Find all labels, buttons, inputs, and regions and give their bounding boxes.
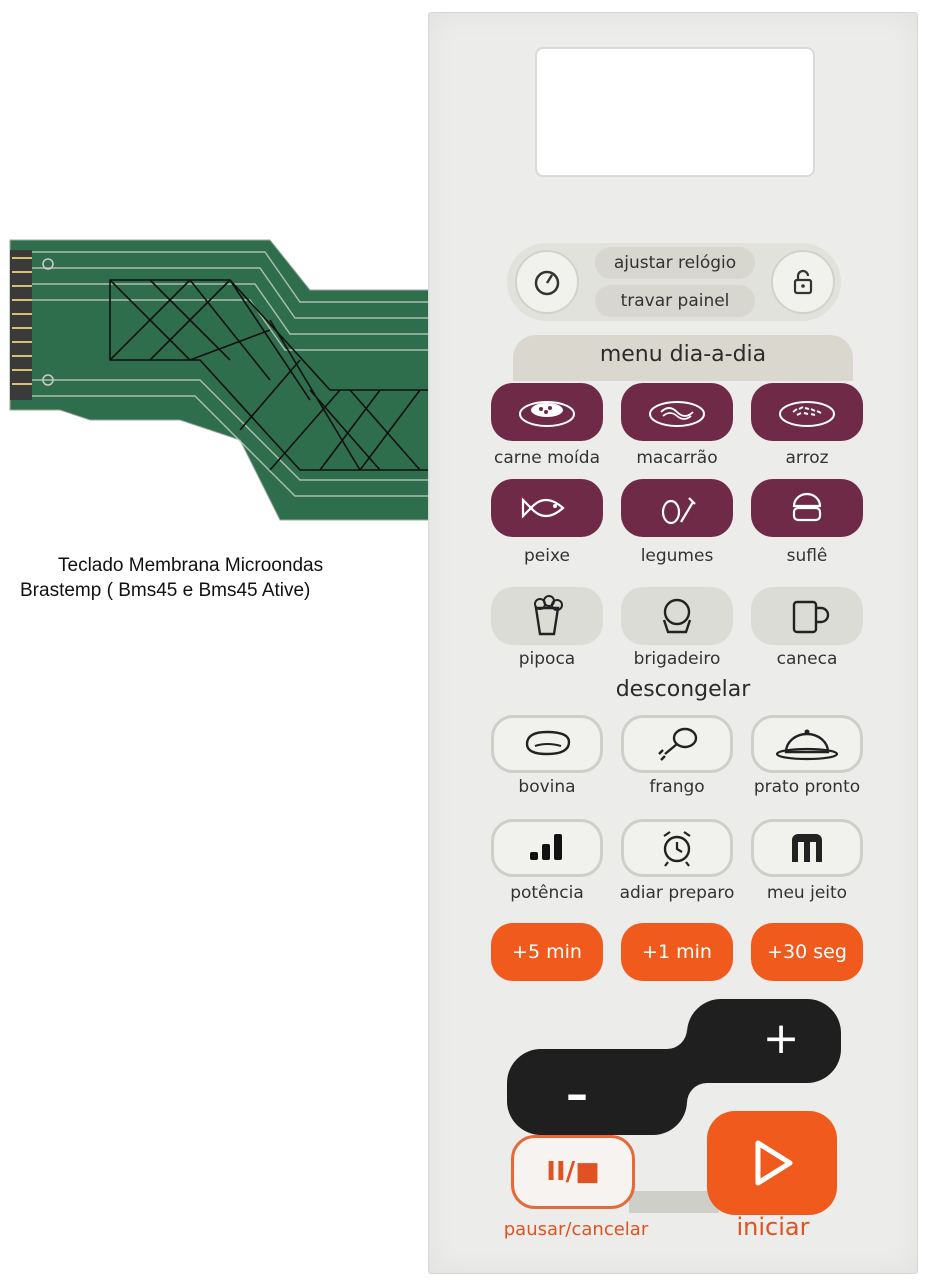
- label-legumes: legumes: [640, 546, 714, 566]
- label-sufle: suflê: [786, 546, 828, 566]
- mug-icon: [792, 600, 830, 634]
- label-macarrao: macarrão: [636, 448, 718, 468]
- caption-line-1: Teclado Membrana Microondas: [58, 555, 324, 576]
- brigadeiro-icon: [662, 598, 692, 634]
- flex-cable: [9, 239, 450, 521]
- popcorn-icon: [534, 595, 563, 636]
- lock-button[interactable]: [771, 250, 835, 314]
- membrane-keypad: ajustar relógio travar painel menu dia-a…: [428, 12, 918, 1274]
- button-prato-pronto[interactable]: [751, 715, 863, 773]
- lock-panel-button[interactable]: travar painel: [595, 285, 755, 317]
- button-sufle[interactable]: [751, 479, 863, 537]
- adjust-shape: [507, 999, 841, 1135]
- label-bovina: bovina: [518, 777, 576, 797]
- label-peixe: peixe: [524, 546, 570, 566]
- rice-plate-icon: [779, 401, 835, 427]
- button-connector: [629, 1191, 719, 1213]
- vegetables-icon: [661, 497, 696, 525]
- button-meu-jeito[interactable]: [751, 819, 863, 877]
- product-caption: Teclado Membrana Microondas Brastemp ( B…: [20, 553, 410, 603]
- button-frango[interactable]: [621, 715, 733, 773]
- button-bovina[interactable]: [491, 715, 603, 773]
- pause-cancel-label: pausar/cancelar: [503, 1219, 649, 1240]
- lock-icon: [793, 269, 813, 295]
- menu-band: [513, 335, 853, 381]
- button-arroz[interactable]: [751, 383, 863, 441]
- fish-icon: [521, 497, 565, 519]
- label-pipoca: pipoca: [518, 649, 576, 669]
- pasta-plate-icon: [649, 401, 705, 427]
- label-adiar-preparo: adiar preparo: [619, 883, 735, 903]
- clock-row: ajustar relógio travar painel: [507, 243, 841, 321]
- label-brigadeiro: brigadeiro: [633, 649, 721, 669]
- power-bars-icon: [530, 834, 562, 860]
- button-plus-5-min[interactable]: +5 min: [491, 923, 603, 981]
- button-carne-moida[interactable]: [491, 383, 603, 441]
- souffle-icon: [792, 492, 822, 522]
- button-legumes[interactable]: [621, 479, 733, 537]
- button-macarrao[interactable]: [621, 383, 733, 441]
- alarm-clock-icon: [663, 831, 691, 867]
- meat-plate-icon: [519, 401, 575, 427]
- chicken-leg-icon: [658, 727, 698, 761]
- caption-line-2: Brastemp ( Bms45 e Bms45 Ative): [20, 580, 311, 601]
- minus-button[interactable]: –: [566, 1069, 588, 1120]
- button-potencia[interactable]: [491, 819, 603, 877]
- button-adiar-preparo[interactable]: [621, 819, 733, 877]
- m-icon: [792, 834, 822, 862]
- pause-stop-icon: II/■: [546, 1157, 600, 1187]
- adjust-control: + –: [507, 999, 841, 1135]
- play-icon: [755, 1140, 793, 1186]
- plus-button[interactable]: +: [762, 1013, 800, 1064]
- label-prato-pronto: prato pronto: [753, 777, 861, 797]
- label-caneca: caneca: [776, 649, 838, 669]
- start-button[interactable]: [707, 1111, 837, 1215]
- button-peixe[interactable]: [491, 479, 603, 537]
- button-brigadeiro[interactable]: [621, 587, 733, 645]
- display-window: [535, 47, 815, 177]
- pause-cancel-button[interactable]: II/■: [511, 1135, 635, 1209]
- label-potencia: potência: [510, 883, 584, 903]
- steak-icon: [525, 730, 571, 756]
- label-carne-moida: carne moída: [494, 448, 600, 468]
- defrost-title: descongelar: [615, 677, 751, 702]
- menu-title: menu dia-a-dia: [599, 342, 767, 367]
- clock-button[interactable]: [515, 250, 579, 314]
- button-pipoca[interactable]: [491, 587, 603, 645]
- cloche-icon: [775, 729, 839, 761]
- label-meu-jeito: meu jeito: [766, 883, 848, 903]
- button-plus-1-min[interactable]: +1 min: [621, 923, 733, 981]
- set-clock-button[interactable]: ajustar relógio: [595, 247, 755, 279]
- power-clock-icon: [534, 270, 560, 296]
- label-arroz: arroz: [785, 448, 829, 468]
- start-label: iniciar: [736, 1213, 810, 1241]
- label-frango: frango: [649, 777, 705, 797]
- button-caneca[interactable]: [751, 587, 863, 645]
- button-plus-30-seg[interactable]: +30 seg: [751, 923, 863, 981]
